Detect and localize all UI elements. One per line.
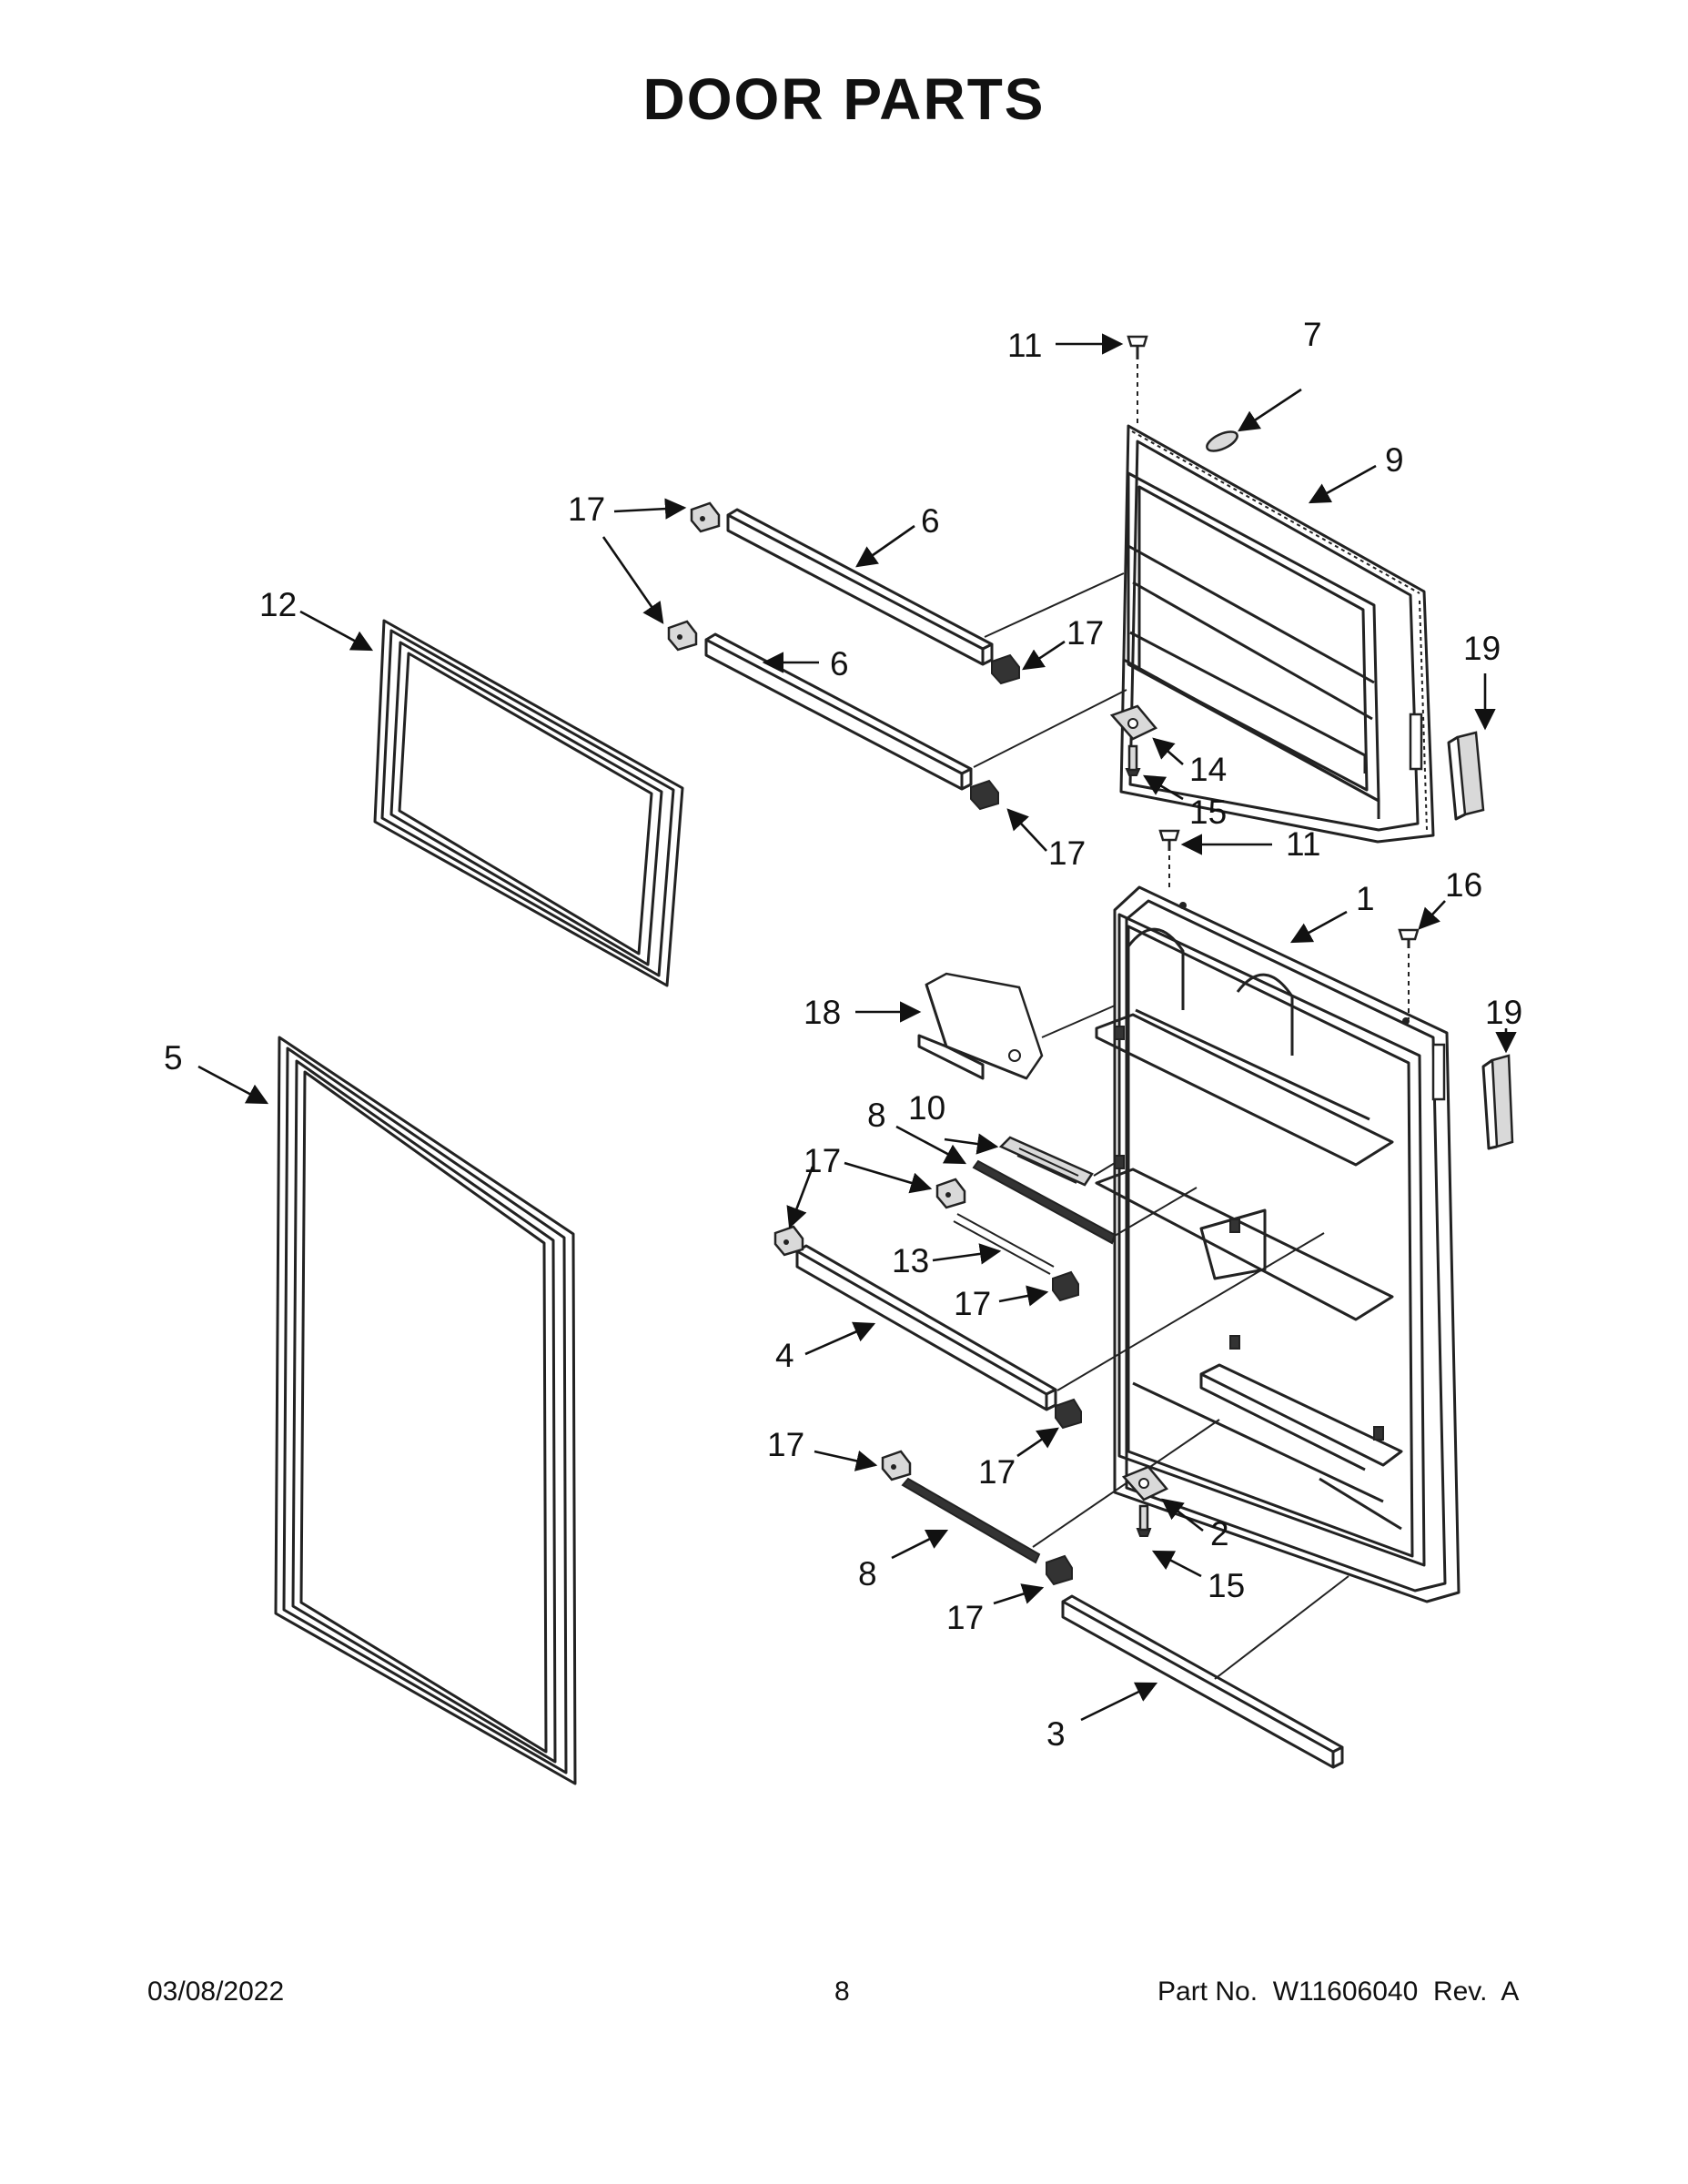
- freezer-shelf-rail-lower: [704, 632, 973, 791]
- callout-8-upper: 8: [867, 1097, 886, 1134]
- shelf-clip-fresh-6: [1046, 1554, 1073, 1586]
- shelf-clip-fresh-1: [935, 1178, 966, 1209]
- shelf-bar-lower: [901, 1477, 1041, 1564]
- fresh-food-hinge-bracket: [1121, 1465, 1168, 1502]
- callout-15-freezer: 15: [1189, 794, 1227, 831]
- callout-15-fresh: 15: [1208, 1567, 1245, 1604]
- callout-8-lower: 8: [858, 1555, 877, 1592]
- shelf-clip-fresh-2: [773, 1225, 804, 1257]
- shelf-clip-freezer-3: [991, 653, 1020, 685]
- callout-19-fresh: 19: [1485, 994, 1522, 1031]
- callout-1: 1: [1356, 880, 1375, 917]
- freezer-shelf-rail-upper: [726, 508, 994, 666]
- callout-11-middle: 11: [1286, 825, 1320, 863]
- fresh-food-door-gasket: [274, 1036, 577, 1785]
- fresh-food-hinge-screw: [1136, 1504, 1152, 1537]
- footer-page-number: 8: [834, 1977, 850, 2007]
- callout-17-fresh-4: 17: [978, 1453, 1016, 1491]
- shelf-clip-freezer-1: [690, 501, 721, 533]
- callout-4: 4: [775, 1337, 794, 1374]
- callout-9: 9: [1385, 441, 1404, 479]
- footer-date: 03/08/2022: [147, 1977, 285, 2007]
- callout-6-lower: 6: [830, 645, 849, 682]
- callout-5: 5: [164, 1039, 183, 1077]
- callout-12: 12: [259, 586, 297, 623]
- footer-part-number: Part No. W11606040 Rev. A: [1157, 1977, 1520, 2007]
- callout-19-freezer: 19: [1463, 630, 1501, 667]
- callout-10: 10: [908, 1089, 945, 1127]
- callout-6-upper: 6: [921, 502, 940, 540]
- callout-16: 16: [1445, 866, 1482, 904]
- callout-labels: 11 7 9 17 6 12 6 17 19 14 15 17 11 16 1 …: [164, 316, 1522, 1753]
- callout-18: 18: [804, 994, 841, 1031]
- callout-2: 2: [1210, 1515, 1229, 1552]
- callout-17-freezer-3: 17: [1048, 834, 1086, 872]
- callout-17-freezer-1: 17: [568, 490, 605, 528]
- freezer-hinge-screw: [1125, 744, 1141, 776]
- callout-17-fresh-3: 17: [767, 1426, 804, 1463]
- callout-14: 14: [1189, 751, 1227, 788]
- freezer-door: [1119, 424, 1435, 844]
- callout-17-freezer-2: 17: [1066, 614, 1104, 652]
- page-title: DOOR PARTS: [642, 66, 1046, 132]
- callout-17-fresh-2: 17: [954, 1285, 991, 1322]
- freezer-hinge-bracket: [1109, 704, 1157, 741]
- hole-plug: [1398, 928, 1420, 1019]
- hinge-pin-top: [1127, 335, 1148, 428]
- shelf-clip-fresh-3: [1052, 1270, 1079, 1302]
- callout-11-top: 11: [1007, 327, 1042, 364]
- callout-13: 13: [892, 1242, 929, 1279]
- freezer-door-handle: [1447, 731, 1485, 821]
- shelf-rod: [953, 1213, 1055, 1275]
- callout-7: 7: [1303, 316, 1322, 353]
- fresh-food-door: [1095, 885, 1461, 1603]
- shelf-clip-fresh-5: [881, 1450, 912, 1481]
- callout-17-fresh-5: 17: [946, 1599, 984, 1636]
- shelf-clip-fresh-4: [1055, 1398, 1082, 1430]
- door-bottom-trim: [1061, 1594, 1344, 1769]
- callout-3: 3: [1046, 1715, 1066, 1753]
- fresh-food-door-handle: [1481, 1054, 1514, 1150]
- leader-lines: [197, 333, 1517, 1722]
- hinge-pin-middle: [1158, 829, 1180, 887]
- door-badge: [1206, 430, 1238, 452]
- shelf-clip-freezer-4: [970, 779, 999, 811]
- dairy-compartment: [917, 972, 1116, 1080]
- shelf-trim: [998, 1136, 1094, 1187]
- shelf-clip-freezer-2: [667, 620, 698, 652]
- freezer-door-gasket: [373, 619, 684, 987]
- callout-17-fresh-1: 17: [804, 1142, 841, 1179]
